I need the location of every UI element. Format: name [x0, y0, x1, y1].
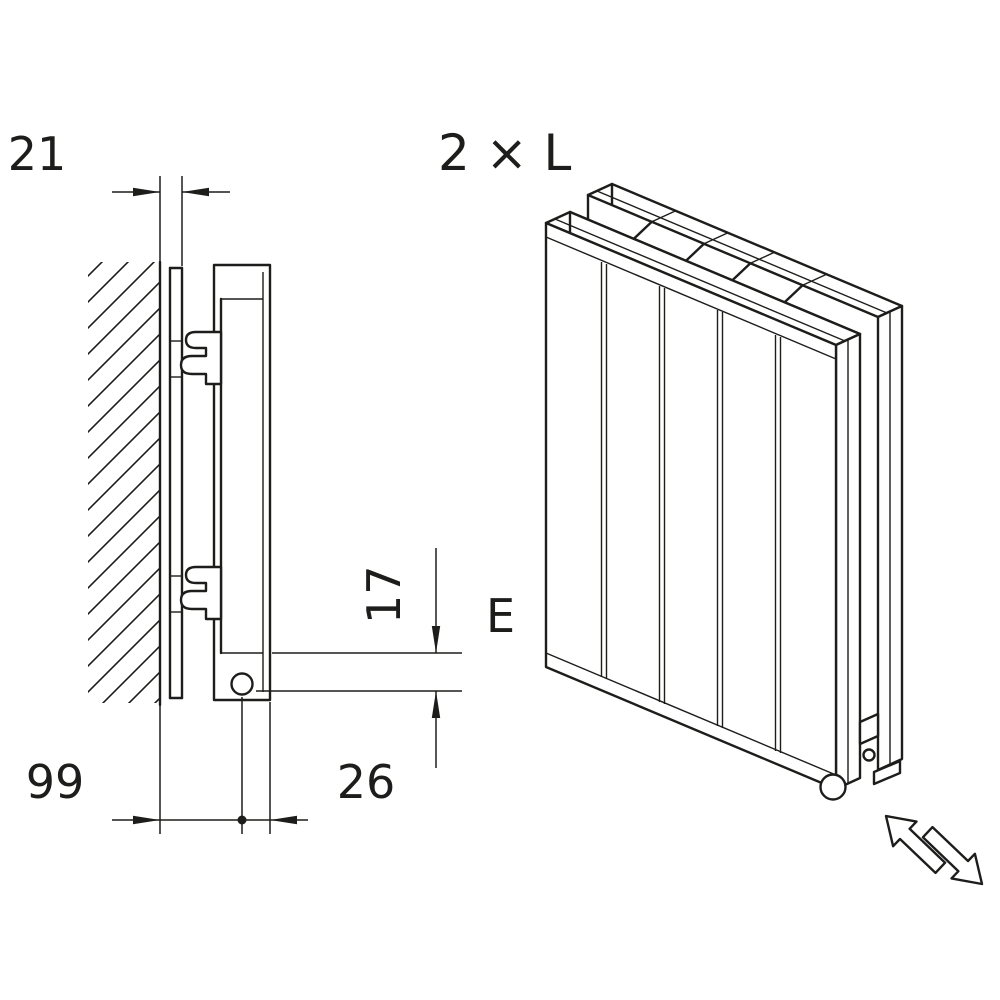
small-connection-circle [862, 748, 876, 762]
dimension-wall-gap: 21 [8, 127, 230, 266]
dim-26-label: 26 [337, 755, 396, 809]
wall-bracket-bottom [179, 565, 223, 621]
arrow-up-left [884, 814, 947, 875]
isometric-radiator-view [544, 182, 904, 801]
arrowhead [431, 626, 441, 653]
dimensions: 21 99 26 17 E 2 × L [8, 124, 571, 834]
arrowhead [133, 815, 160, 825]
length-2xL-label: 2 × L [438, 124, 571, 182]
connection-e-label: E [486, 589, 515, 643]
arrowhead [133, 187, 160, 197]
wall-hatching [88, 262, 160, 703]
arrowhead [182, 187, 209, 197]
radiator-panel-section [212, 263, 272, 702]
wall-bracket-top [179, 330, 223, 386]
dim-99-label: 99 [26, 755, 85, 809]
rear-slab [586, 182, 904, 772]
spacer-block [858, 712, 880, 746]
side-section-view [88, 260, 272, 707]
foot-bracket [872, 759, 902, 786]
iso-bottom-details [819, 712, 902, 801]
dimension-dot [237, 815, 247, 825]
pipe-connection-circle [230, 672, 254, 696]
panel-grooves [600, 262, 782, 753]
iso-pipe-connection-circle [819, 773, 847, 801]
double-direction-arrow-icon [884, 814, 984, 886]
arrowhead [270, 815, 297, 825]
arrowhead [431, 691, 441, 718]
front-slab [544, 210, 862, 791]
mounting-rail [168, 266, 184, 700]
dim-17-label: 17 [357, 565, 411, 624]
dimension-connection-offset: 17 [256, 548, 462, 768]
dimension-bottom: 99 26 [26, 697, 396, 834]
dim-21-label: 21 [8, 127, 67, 181]
arrow-down-right [921, 825, 984, 886]
